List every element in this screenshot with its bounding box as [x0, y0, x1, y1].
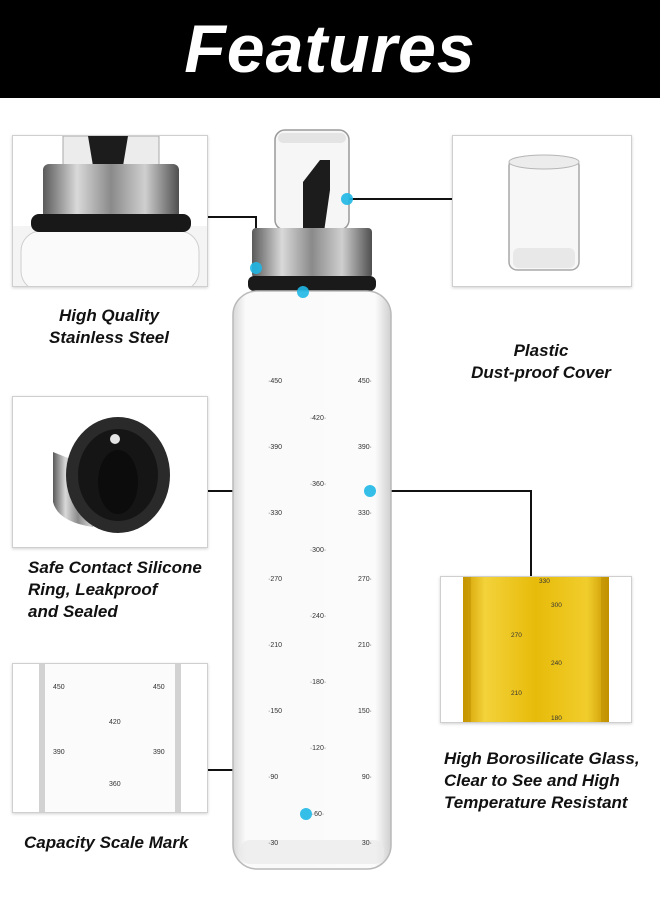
dust-cover-inset — [452, 135, 632, 287]
header-banner: Features — [0, 0, 660, 98]
scale-label: 30· — [362, 840, 372, 847]
scale-label: ·90 — [268, 774, 278, 781]
steel-cap — [252, 228, 372, 278]
highlight-dot — [341, 193, 353, 205]
scale-label: 270 — [511, 632, 522, 639]
scale-label: ·300· — [310, 547, 326, 554]
scale-label: ·420· — [310, 415, 326, 422]
scale-label: 330· — [358, 510, 372, 517]
steel-caption: High Quality Stainless Steel — [48, 306, 169, 347]
scale-label: 150· — [358, 708, 372, 715]
scale-label: ·60· — [312, 811, 324, 818]
cover-caption: Plastic Dust-proof Cover — [471, 341, 611, 382]
scale-label: 450 — [53, 684, 65, 691]
silicone-ring — [248, 276, 376, 291]
highlight-dot — [250, 262, 262, 274]
scale-label: 210· — [358, 642, 372, 649]
scale-label: 450 — [153, 684, 165, 691]
capacity-scale-inset: 450 450 420 390 390 360 — [12, 663, 208, 813]
scale-label: 330 — [539, 578, 550, 585]
scale-label: 420 — [109, 719, 121, 726]
scale-label: ·390 — [268, 444, 282, 451]
scale-label: ·270 — [268, 576, 282, 583]
scale-label: 390 — [53, 749, 65, 756]
glass-body — [232, 290, 392, 870]
steel-cap-inset — [12, 135, 208, 287]
scale-label: 90· — [362, 774, 372, 781]
highlight-dot — [364, 485, 376, 497]
scale-label: ·120· — [310, 745, 326, 752]
scale-label: ·150 — [268, 708, 282, 715]
ring-caption: Safe Contact Silicone Ring, Leakproof an… — [28, 558, 202, 621]
scale-label: 270· — [358, 576, 372, 583]
highlight-dot — [300, 808, 312, 820]
highlight-dot — [297, 286, 309, 298]
scale-label: ·330 — [268, 510, 282, 517]
silicone-ring-inset — [12, 396, 208, 548]
scale-label: ·210 — [268, 642, 282, 649]
scale-label: ·360· — [310, 481, 326, 488]
bottle — [232, 129, 392, 870]
bottle-scale-marks: ·450 ·390 ·330 ·270 ·210 ·150 ·90 ·30 450· 390· 33… — [268, 378, 372, 847]
spout — [303, 160, 330, 232]
scale-caption: Capacity Scale Mark — [24, 833, 189, 852]
scale-label: 240 — [551, 660, 562, 667]
glass-caption: High Borosilicate Glass, Clear to See an… — [444, 749, 640, 812]
scale-label: ·30 — [268, 840, 278, 847]
scale-label: ·180· — [310, 679, 326, 686]
scale-label: 210 — [511, 690, 522, 697]
scale-label: 450· — [358, 378, 372, 385]
scale-label: 300 — [551, 602, 562, 609]
scale-label: ·450 — [268, 378, 282, 385]
scale-label: 390 — [153, 749, 165, 756]
scale-label: 180 — [551, 715, 562, 722]
page-title: Features — [184, 11, 476, 87]
highlight-dots — [250, 193, 376, 820]
scale-label: 390· — [358, 444, 372, 451]
scale-label: 360 — [109, 781, 121, 788]
scale-label: ·240· — [310, 613, 326, 620]
glass-oil-inset: 330 300 270 240 210 180 — [440, 576, 632, 723]
